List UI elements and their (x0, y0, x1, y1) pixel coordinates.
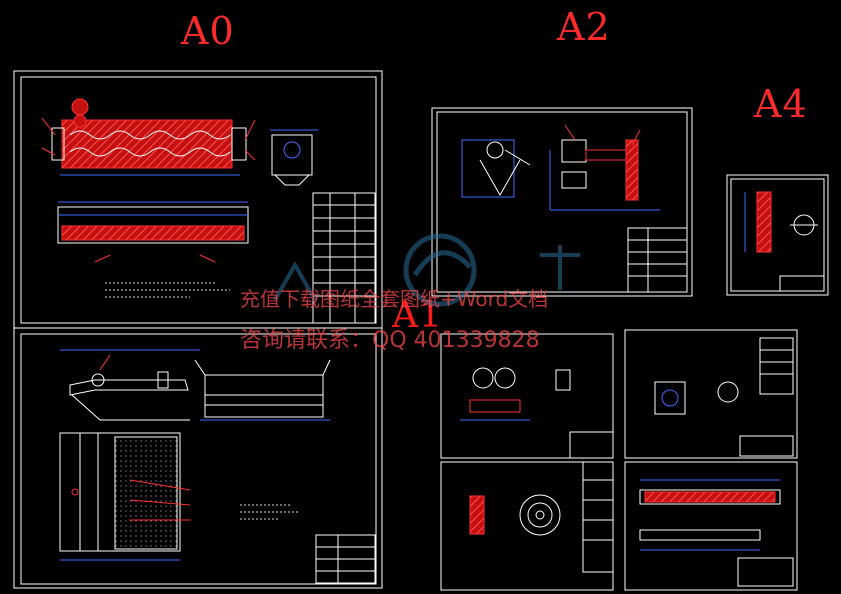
sheet-right-1 (440, 333, 614, 459)
sheet-a2-frame (431, 107, 693, 297)
a1-tech-notes (240, 504, 300, 520)
sheet-label-a0: A0 (181, 9, 235, 53)
a2-title-block (627, 227, 688, 293)
sheet-label-a4: A4 (754, 82, 808, 126)
a0-roller-assembly-bottom (57, 201, 249, 263)
sheet-label-a2: A2 (557, 5, 611, 49)
logo-icon (273, 233, 580, 307)
a1-conveyor-front-view (194, 359, 331, 421)
a4-part-view (744, 191, 825, 292)
a1-plan-view (59, 432, 191, 561)
a0-title-block (312, 192, 376, 324)
sheet-right-4 (624, 461, 798, 591)
a2-shaft-assembly (549, 124, 660, 211)
a2-bracket-view (461, 139, 531, 198)
a0-side-view (270, 129, 318, 186)
sheet-right-3 (440, 461, 614, 591)
a0-tech-notes (105, 282, 230, 298)
a0-roller-assembly-top (41, 98, 256, 176)
sheet-a4-frame (726, 174, 829, 296)
sheet-right-2 (624, 329, 798, 459)
watermark-line-2: 咨询请联系：QQ 401339828 (240, 328, 540, 353)
a1-title-block (315, 534, 376, 584)
sheet-a1-frame (13, 327, 383, 589)
watermark-line-1: 充值下载图纸全套图纸+Word文档 (240, 287, 549, 311)
a1-conveyor-side-view (60, 349, 200, 421)
